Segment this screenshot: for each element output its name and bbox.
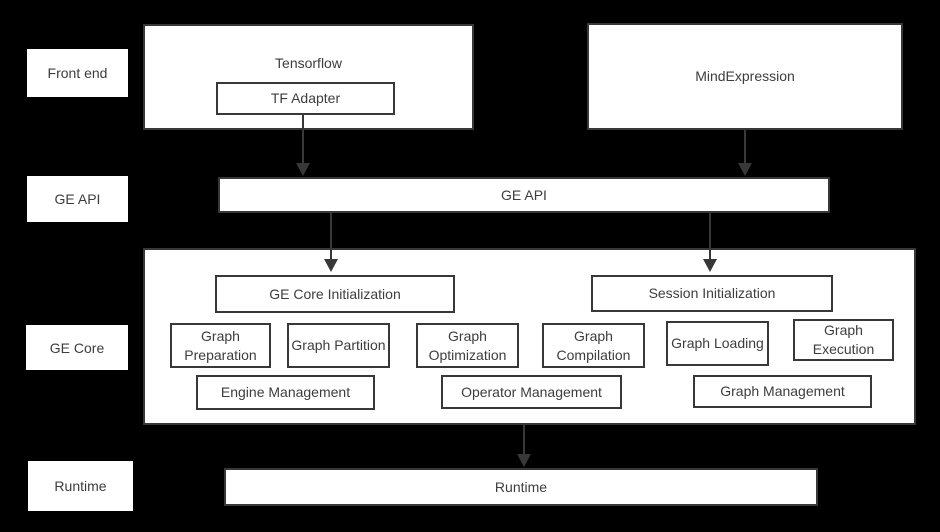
arrow-down-icon: [517, 454, 531, 467]
arrow-ge-api-to-session-initialization: [703, 213, 717, 272]
arrow-stem: [523, 425, 525, 455]
node-session-initialization: Session Initialization: [591, 275, 833, 312]
layer-label-ge-api: GE API: [27, 176, 128, 222]
node-ge-core-initialization: GE Core Initialization: [215, 275, 455, 313]
layer-label-runtime: Runtime: [28, 461, 133, 511]
node-ge-core: GE Core Initialization Session Initializ…: [143, 248, 916, 425]
node-graph-execution: Graph Execution: [793, 319, 894, 361]
node-ge-api: GE API: [218, 177, 830, 213]
node-mindexpression: MindExpression: [587, 23, 903, 130]
arrow-down-icon: [703, 259, 717, 272]
layer-label-ge-core: GE Core: [26, 325, 128, 370]
node-graph-compilation: Graph Compilation: [542, 323, 645, 368]
node-operator-management: Operator Management: [441, 375, 622, 409]
node-graph-loading: Graph Loading: [666, 321, 769, 366]
arrow-mindexpression-to-ge-api: [738, 130, 752, 176]
arrow-stem: [302, 113, 304, 164]
arrow-stem: [709, 213, 711, 260]
node-tf-adapter: TF Adapter: [216, 82, 395, 115]
arrow-down-icon: [296, 163, 310, 176]
arrow-ge-core-to-runtime: [517, 425, 531, 467]
node-tensorflow: Tensorflow TF Adapter: [143, 24, 474, 130]
arrow-stem: [330, 213, 332, 260]
node-engine-management: Engine Management: [196, 375, 375, 410]
node-graph-optimization: Graph Optimization: [416, 323, 519, 368]
arrow-ge-api-to-ge-core-initialization: [324, 213, 338, 272]
node-runtime: Runtime: [224, 468, 818, 506]
arrow-down-icon: [738, 163, 752, 176]
node-graph-partition: Graph Partition: [287, 323, 390, 368]
tensorflow-label: Tensorflow: [275, 55, 342, 71]
layer-label-front-end: Front end: [27, 49, 128, 97]
arrow-stem: [744, 130, 746, 164]
node-graph-preparation: Graph Preparation: [170, 323, 271, 368]
arrow-tf-adapter-to-ge-api: [296, 113, 310, 176]
node-graph-management: Graph Management: [693, 375, 872, 408]
arrow-down-icon: [324, 259, 338, 272]
